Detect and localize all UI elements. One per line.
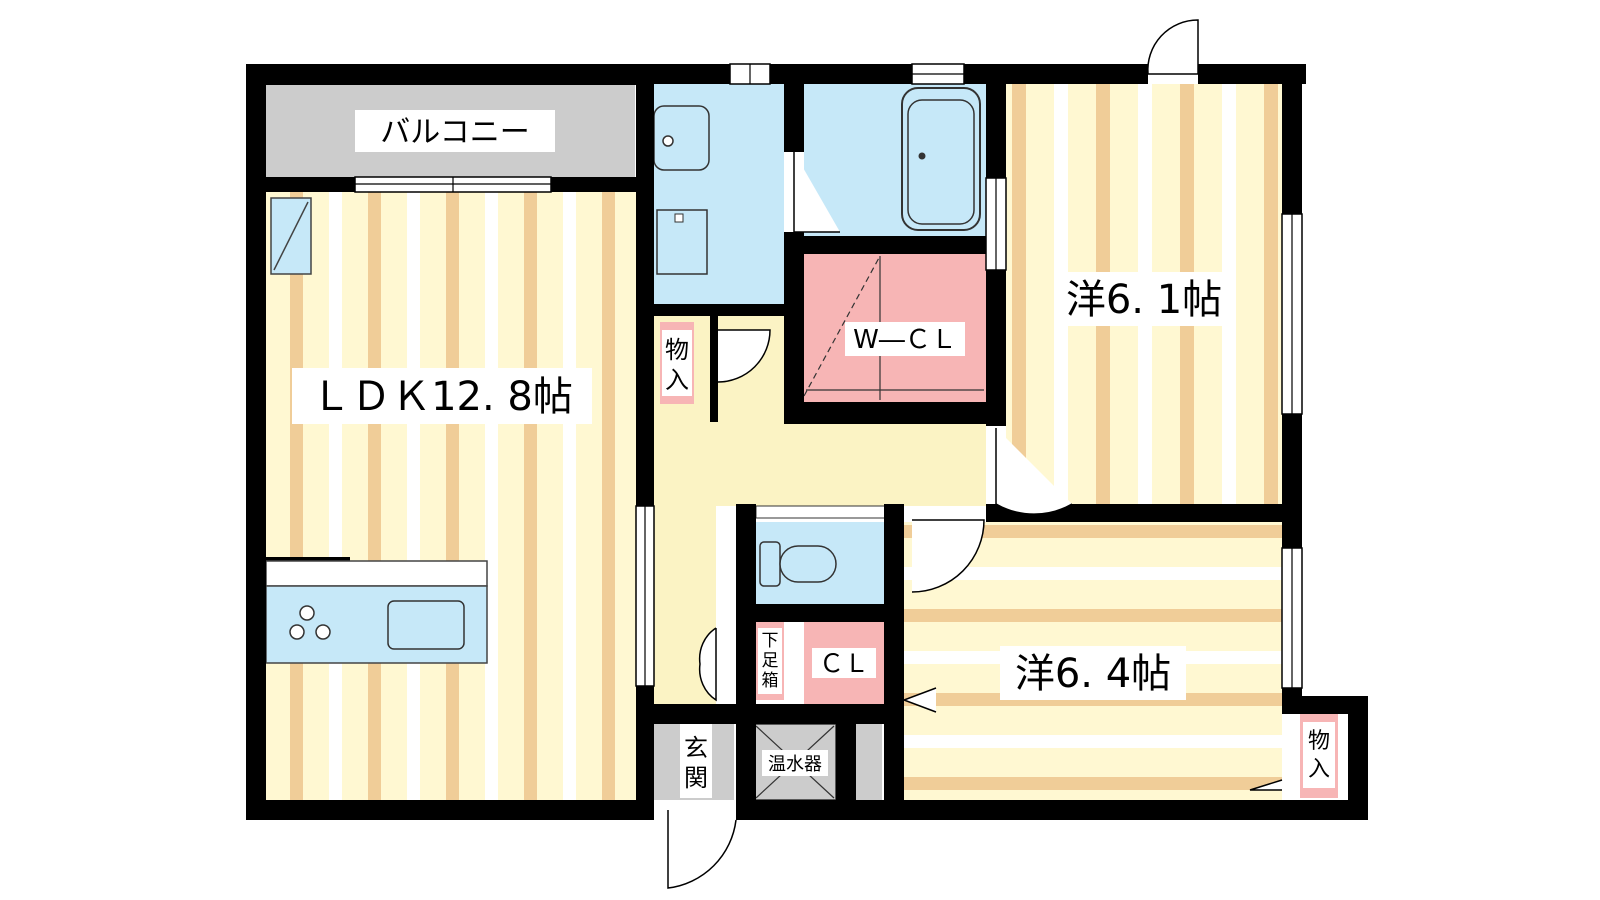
- doors: [654, 19, 1283, 889]
- shoe-box-char-2: 足: [762, 651, 779, 671]
- bathroom: [804, 84, 986, 236]
- entrance-char-2: 関: [684, 764, 708, 792]
- stove-icon: [289, 605, 331, 640]
- meter-box: [856, 724, 882, 800]
- bedroom-1: 洋6. 1帖: [1006, 84, 1282, 504]
- storage-right: 物 入: [1300, 712, 1338, 798]
- balcony: バルコニー: [264, 67, 636, 177]
- entrance: 玄 関: [654, 722, 734, 800]
- storage-left-char-1: 物: [665, 336, 689, 364]
- windows: [354, 63, 1303, 689]
- wcl-label: W―ＣＬ: [853, 325, 957, 355]
- water-heater: 温水器: [753, 723, 837, 801]
- shoe-box-char-1: 下: [762, 631, 779, 651]
- ldk-label: ＬＤＫ12. 8帖: [311, 374, 573, 420]
- washroom: [653, 84, 784, 304]
- water-heater-label: 温水器: [768, 754, 822, 775]
- shoe-box-char-3: 箱: [762, 671, 779, 691]
- bathtub-icon: [901, 87, 981, 231]
- bedroom-2: 洋6. 4帖: [904, 522, 1282, 800]
- balcony-label: バルコニー: [380, 115, 529, 150]
- cl-label: ＣＬ: [819, 649, 869, 678]
- storage-left: 物 入: [660, 322, 694, 404]
- bedroom-1-label: 洋6. 1帖: [1066, 277, 1222, 323]
- bedroom-2-label: 洋6. 4帖: [1015, 651, 1171, 697]
- entrance-char-1: 玄: [684, 734, 708, 762]
- walls: [246, 64, 1368, 820]
- kitchen-counter: [265, 560, 488, 587]
- storage-right-char-2: 入: [1308, 757, 1330, 782]
- storage-left-char-2: 入: [665, 366, 689, 394]
- storage-right-char-1: 物: [1308, 729, 1330, 754]
- shoe-box: 下 足 箱: [756, 622, 784, 700]
- closet: ＣＬ: [804, 622, 884, 704]
- walk-in-closet: W―ＣＬ: [803, 254, 986, 402]
- toilet-room: [755, 505, 887, 604]
- balcony-label-bg: [355, 110, 555, 152]
- sink-icon: [387, 600, 465, 650]
- ldk-label-bg: [292, 368, 592, 424]
- ldk-room: ＬＤＫ12. 8帖: [265, 192, 638, 802]
- toilet-icon: [759, 541, 837, 587]
- washbasin-icon: [653, 105, 710, 171]
